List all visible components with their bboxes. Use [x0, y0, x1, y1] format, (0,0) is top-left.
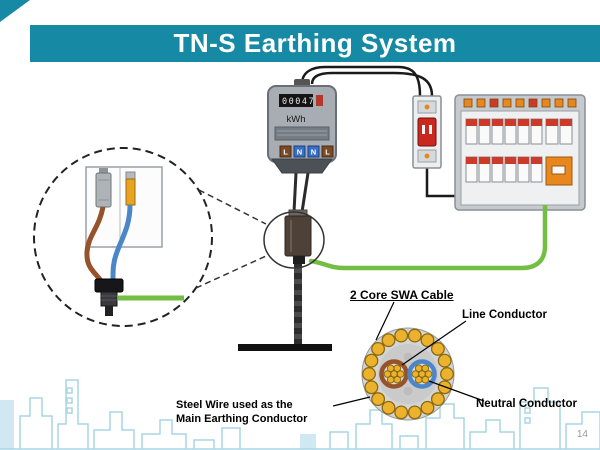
neutral-conductor-label: Neutral Conductor — [476, 398, 577, 410]
city-skyline — [0, 379, 600, 450]
cable-clamp-connector — [94, 278, 124, 293]
earth-wire — [308, 208, 548, 271]
neutral-wire-detail — [110, 204, 133, 280]
breaker-row-2 — [465, 156, 543, 183]
corner-accent-triangle — [0, 0, 30, 22]
line-conductor-label: Line Conductor — [462, 309, 547, 321]
terminal-label-l2: L — [325, 148, 330, 157]
consumer-unit — [454, 94, 586, 211]
meter-to-fuse-wires — [300, 65, 434, 97]
line-wire-detail — [84, 206, 106, 283]
armour-strands — [362, 328, 454, 420]
line-conductor-core — [379, 359, 409, 389]
neutral-conductor-core — [407, 359, 437, 389]
ground-bar — [238, 344, 332, 351]
title-bar: TN-S Earthing System — [30, 25, 600, 62]
fuse-carrier — [125, 178, 136, 206]
label-leader-lines — [332, 301, 485, 407]
page-title: TN-S Earthing System — [173, 28, 457, 58]
main-fuse-unit — [412, 95, 442, 169]
page-number: 14 — [576, 429, 588, 440]
magnifier-callout-lines — [195, 189, 267, 289]
armour-gland — [99, 168, 108, 174]
meter-unit-label: kWh — [287, 114, 306, 125]
fuse-to-consumer-wire — [425, 168, 457, 198]
terminal-label-l1: L — [283, 148, 288, 157]
steel-wire-label: Steel Wire used as the Main Earthing Con… — [176, 399, 308, 426]
swa-cable-cross-section — [361, 327, 455, 421]
terminal-label-n2: N — [311, 148, 316, 157]
meter-display: 00047 — [282, 97, 315, 107]
meter-tails — [292, 172, 310, 213]
breaker-row-1 — [465, 118, 573, 145]
focus-circle — [263, 211, 325, 269]
service-head — [284, 209, 312, 264]
kwh-meter: 00047 kWh L N N L — [267, 79, 337, 174]
terminal-label-n1: N — [297, 148, 302, 157]
swa-cable-title-label: 2 Core SWA Cable — [350, 288, 454, 302]
meter-terminals: L N N L — [279, 145, 334, 158]
magnified-detail-view — [33, 147, 213, 327]
consumer-unit-top-terminals — [463, 98, 577, 108]
